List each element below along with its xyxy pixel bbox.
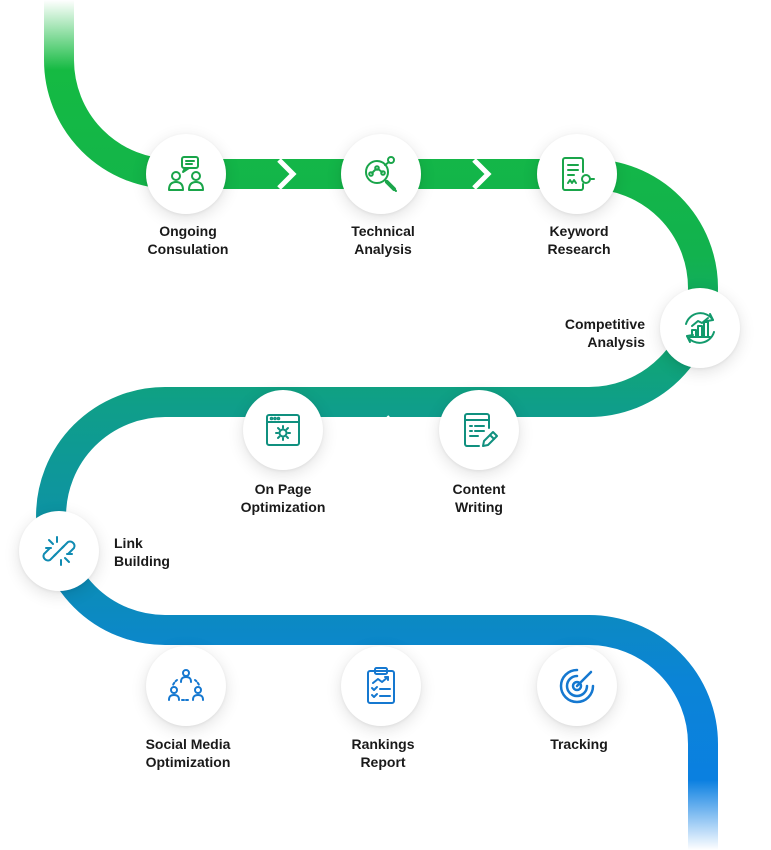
step-node-rankings-report (341, 646, 421, 726)
step-label-line: Report (360, 754, 406, 770)
step-label-line: Building (114, 553, 170, 569)
step-label-line: On Page (254, 481, 312, 497)
social-network-icon (168, 669, 204, 701)
browser-gear-icon (266, 414, 300, 446)
step-label-line: Analysis (354, 241, 412, 257)
step-label-keyword-research: Keyword Research (499, 222, 659, 258)
step-label-technical-analysis: Technical Analysis (303, 222, 463, 258)
step-label-rankings-report: Rankings Report (303, 735, 463, 771)
keyword-document-icon (562, 157, 595, 191)
step-label-line: Keyword (549, 223, 609, 239)
step-node-social-media-optimization (146, 646, 226, 726)
step-node-keyword-research (537, 134, 617, 214)
step-label-line: Consulation (147, 241, 229, 257)
target-tracking-icon (559, 668, 595, 704)
arrow-chevron-left (372, 415, 392, 447)
content-edit-icon (464, 413, 498, 447)
step-label-tracking: Tracking (499, 735, 659, 753)
arrow-chevron-right (277, 671, 297, 703)
arrow-chevron-right (277, 158, 297, 190)
step-node-tracking (537, 646, 617, 726)
step-label-line: Ongoing (159, 223, 217, 239)
arrow-chevron-right (472, 158, 492, 190)
top-fade (30, 0, 90, 70)
step-label-line: Social Media (145, 736, 231, 752)
step-node-link-building (19, 511, 99, 591)
step-label-line: Research (547, 241, 611, 257)
step-label-line: Link (114, 535, 143, 551)
step-label-competitive-analysis: Competitive Analysis (565, 315, 645, 351)
bottom-fade (680, 780, 730, 850)
step-label-line: Content (452, 481, 506, 497)
step-node-competitive-analysis (660, 288, 740, 368)
step-label-line: Analysis (587, 334, 645, 350)
analysis-magnifier-icon (365, 156, 397, 192)
step-label-content-writing: Content Writing (399, 480, 559, 516)
bar-chart-cycle-icon (685, 312, 715, 344)
step-label-ongoing-consulation: Ongoing Consulation (108, 222, 268, 258)
broken-link-icon (42, 536, 76, 566)
step-node-technical-analysis (341, 134, 421, 214)
step-label-line: Competitive (564, 316, 645, 332)
step-node-content-writing (439, 390, 519, 470)
step-label-line: Optimization (145, 754, 231, 770)
consultation-icon (168, 156, 204, 191)
arrow-chevron-right (472, 671, 492, 703)
step-label-line: Optimization (240, 499, 326, 515)
step-label-line: Writing (455, 499, 503, 515)
step-label-on-page-optimization: On Page Optimization (203, 480, 363, 516)
clipboard-report-icon (367, 667, 395, 704)
step-node-on-page-optimization (243, 390, 323, 470)
step-label-line: Rankings (351, 736, 415, 752)
step-label-social-media-optimization: Social Media Optimization (108, 735, 268, 771)
step-label-link-building: Link Building (114, 534, 170, 570)
step-label-line: Tracking (550, 736, 608, 752)
step-label-line: Technical (351, 223, 415, 239)
step-node-ongoing-consulation (146, 134, 226, 214)
